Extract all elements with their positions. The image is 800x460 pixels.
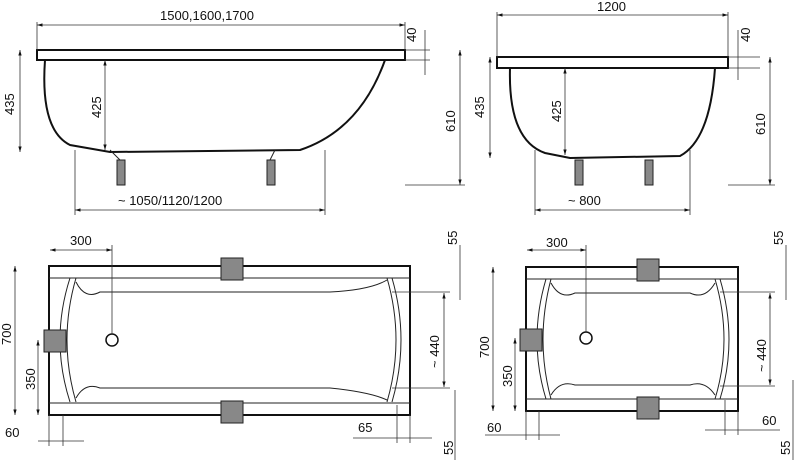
dim-half-width: 350 xyxy=(500,365,515,387)
dim-height-total: 435 xyxy=(472,96,487,118)
dim-bottom-rim: 55 xyxy=(778,441,793,455)
valve-bottom-icon xyxy=(220,400,244,424)
dim-right-rim: 65 xyxy=(358,420,372,435)
dim-right-rim: 60 xyxy=(762,413,776,428)
drain-icon xyxy=(579,331,593,345)
dim-depth: 425 xyxy=(549,100,564,122)
valve-top-icon xyxy=(636,258,660,282)
foot-left-icon xyxy=(116,159,126,186)
dim-inner-width: ~ 440 xyxy=(427,335,442,368)
plan-view-short: 300 55 700 350 ~ 440 60 60 55 xyxy=(477,231,794,460)
foot-left-icon xyxy=(574,159,584,186)
dim-length: 1500,1600,1700 xyxy=(160,8,254,23)
dim-feet-span: ~ 800 xyxy=(568,193,601,208)
side-view-long: 1500,1600,1700 40 435 425 610 ~ 1050/112… xyxy=(2,8,465,215)
side-view-short: 1200 40 435 425 610 ~ 800 xyxy=(472,0,775,215)
dim-width: 700 xyxy=(0,323,14,345)
foot-right-icon xyxy=(266,159,276,186)
valve-left-icon xyxy=(43,329,67,353)
dim-feet-span: ~ 1050/1120/1200 xyxy=(118,193,222,208)
dim-left-rim: 60 xyxy=(487,420,501,435)
dim-rim: 40 xyxy=(404,28,419,42)
dim-height-feet: 610 xyxy=(443,110,458,132)
dim-half-width: 350 xyxy=(23,368,38,390)
dim-height-feet: 610 xyxy=(753,113,768,135)
dim-length: 1200 xyxy=(597,0,626,14)
valve-bottom-icon xyxy=(636,396,660,420)
dim-drain-offset: 300 xyxy=(70,233,92,248)
dim-drain-offset: 300 xyxy=(546,235,568,250)
dim-left-rim: 60 xyxy=(5,425,19,440)
drain-icon xyxy=(105,333,119,347)
valve-top-icon xyxy=(220,257,244,281)
dim-top-rim: 55 xyxy=(771,231,786,245)
dim-top-rim: 55 xyxy=(445,231,460,245)
dim-inner-width: ~ 440 xyxy=(754,339,769,372)
dim-height-total: 435 xyxy=(2,93,17,115)
foot-right-icon xyxy=(644,159,654,186)
dim-bottom-rim: 55 xyxy=(441,441,456,455)
valve-left-icon xyxy=(519,328,543,352)
dim-width: 700 xyxy=(477,336,492,358)
plan-view-long: 300 55 700 350 ~ 440 60 65 55 xyxy=(0,231,461,460)
dim-depth: 425 xyxy=(89,96,104,118)
dim-rim: 40 xyxy=(738,28,753,42)
